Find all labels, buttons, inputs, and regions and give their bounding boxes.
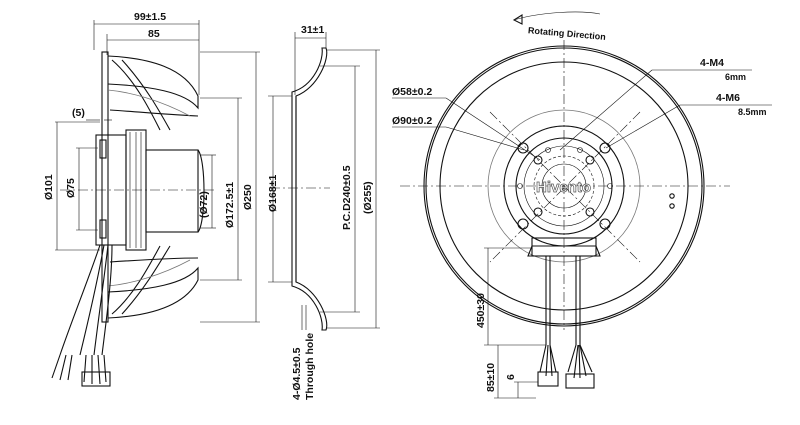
screw-b-depth-label: 8.5mm — [738, 107, 767, 117]
ring-outer-dia-label: (Ø255) — [362, 181, 374, 214]
screw-b-label: 4-M6 — [716, 92, 740, 104]
fan-front-view: Rotating Direction Hivento — [392, 11, 772, 399]
fan-side-view: 99±1.5 85 (5) — [43, 11, 260, 387]
motor-dia-label: Ø101 — [43, 174, 55, 200]
ring-inner-dia-label: Ø168±1 — [267, 175, 279, 212]
inlet-dia-label: Ø172.5±1 — [224, 182, 236, 228]
inlet-ring-view: 31±1 Ø168±1 P.C.D240±0.5 (Ø255) 4-Ø4.5±0… — [267, 24, 380, 400]
strip-end-label: 6 — [505, 374, 517, 380]
lead-length-label: 450±30 — [475, 293, 487, 328]
strip-length-label: 85±10 — [485, 363, 497, 392]
flange-offset-label: (5) — [72, 107, 85, 119]
pcd-inner-label: Ø58±0.2 — [392, 86, 432, 98]
screw-a-label: 4-M4 — [700, 57, 724, 69]
pcd-outer-label: Ø90±0.2 — [392, 115, 432, 127]
hub-dia-label: (Ø72) — [198, 191, 210, 218]
impeller-depth-label: 85 — [148, 28, 160, 40]
overall-depth-label: 99±1.5 — [134, 11, 166, 23]
impeller-dia-label: Ø250 — [242, 184, 254, 210]
ring-pcd-label: P.C.D240±0.5 — [341, 165, 353, 230]
hole-spec-label: 4-Ø4.5±0.5 — [291, 347, 303, 400]
brand-logo-text: Hivento — [536, 179, 591, 196]
ring-depth-label: 31±1 — [301, 24, 324, 36]
hole-note-label: Through hole — [304, 333, 316, 400]
screw-a-depth-label: 6mm — [725, 72, 746, 82]
shaft-dia-label: Ø75 — [65, 178, 77, 198]
rotation-label: Rotating Direction — [528, 25, 607, 42]
